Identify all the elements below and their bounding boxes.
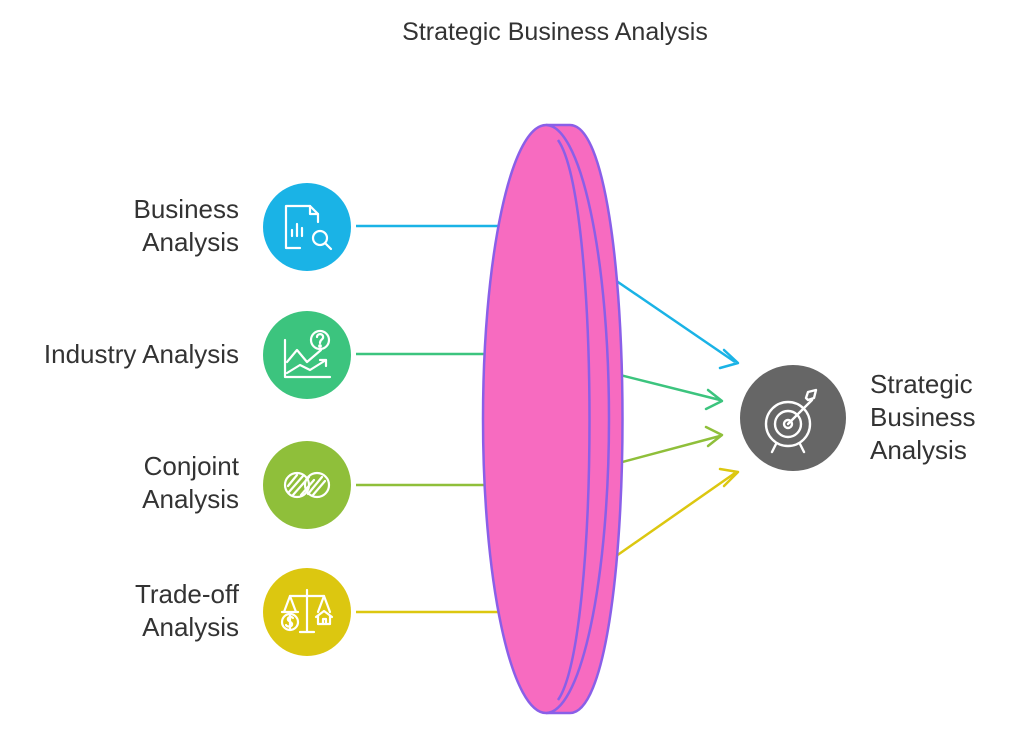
strategic-business-analysis-label: Strategic Business Analysis <box>870 368 976 467</box>
label-line: Strategic <box>870 369 973 399</box>
industry-analysis-node <box>263 311 351 399</box>
label-line: Business <box>133 194 240 224</box>
label-line: Industry Analysis <box>43 339 239 369</box>
conjoint-analysis-label: Conjoint Analysis <box>142 450 239 516</box>
arrowheads <box>704 348 740 488</box>
industry-analysis-label: Industry Analysis <box>44 338 239 371</box>
business-analysis-label: Business Analysis <box>134 193 240 259</box>
label-line: Analysis <box>142 227 239 257</box>
arrowhead-tradeoff <box>718 467 740 488</box>
diagram-title: Strategic Business Analysis <box>402 18 708 46</box>
label-line: Conjoint <box>143 451 239 481</box>
label-line: Trade-off <box>134 579 239 609</box>
tradeoff-analysis-label: Trade-off Analysis <box>135 578 239 644</box>
lens <box>481 123 624 715</box>
arrowhead-industry <box>704 388 724 411</box>
label-line: Analysis <box>142 484 239 514</box>
arrowhead-business <box>718 348 740 370</box>
overlapping-circles-icon <box>283 471 331 499</box>
label-line: Analysis <box>870 435 967 465</box>
growth-chart-question-icon <box>283 329 332 379</box>
target-icon <box>764 388 818 454</box>
label-line: Analysis <box>142 612 239 642</box>
balance-scale-icon <box>280 588 334 634</box>
conjoint-analysis-node <box>263 441 351 529</box>
document-search-icon <box>284 204 333 251</box>
label-line: Business <box>870 402 976 432</box>
arrowhead-conjoint <box>704 425 724 448</box>
business-analysis-node <box>263 183 351 271</box>
